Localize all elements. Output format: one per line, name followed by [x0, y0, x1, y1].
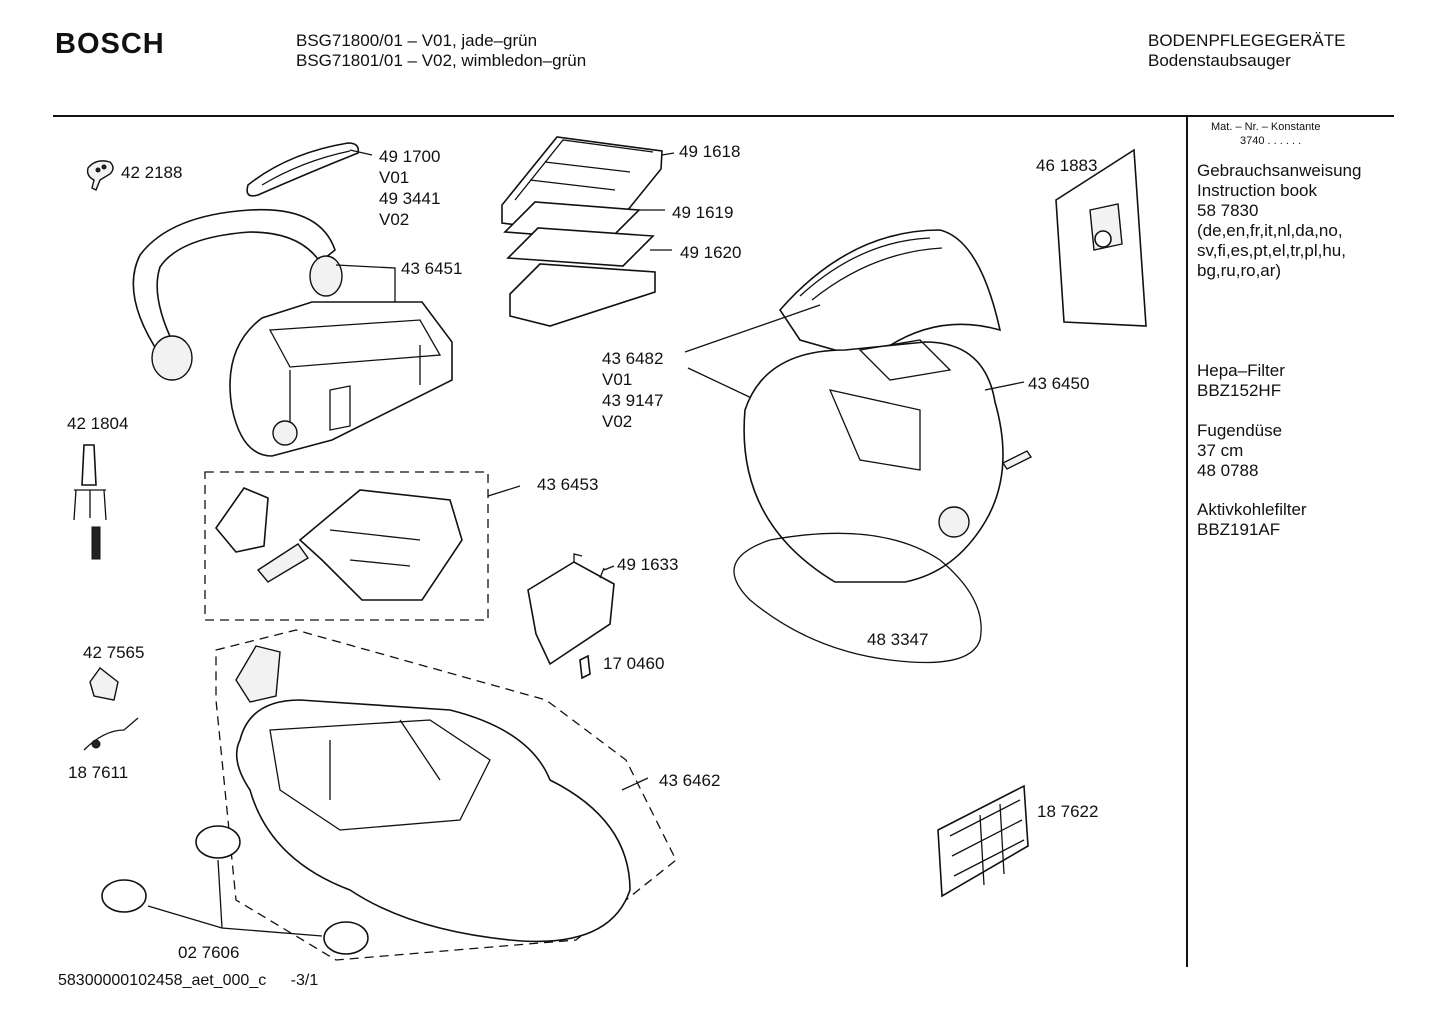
part-label-491619: 49 1619 — [672, 202, 733, 223]
sidebar-text: bg,ru,ro,ar) — [1197, 261, 1282, 280]
part-number: 43 6451 — [401, 259, 463, 278]
document-footer: 58300000102458_aet_000_c -3/1 — [58, 972, 318, 990]
sidebar-text: Fugendüse — [1197, 421, 1283, 440]
sidebar-text: Instruction book — [1197, 181, 1318, 200]
part-label-491633: 49 1633 — [617, 554, 678, 575]
sidebar-text: (de,en,fr,it,nl,da,no, — [1197, 221, 1343, 240]
part-filter-block-drawing — [509, 263, 656, 327]
part-436453-assembly-drawing — [204, 471, 521, 621]
part-label-491618: 49 1618 — [679, 141, 740, 162]
part-number: 42 7565 — [83, 643, 145, 662]
sidebar-text: Aktivkohlefilter — [1197, 500, 1307, 519]
part-label-483347: 48 3347 — [867, 629, 928, 650]
part-number: 48 3347 — [867, 630, 929, 649]
category-line-2: Bodenstaubsauger — [1148, 51, 1291, 70]
part-491700-handle-drawing — [246, 142, 373, 197]
sidebar-divider — [1186, 117, 1188, 967]
document-id: 58300000102458_aet_000_c — [58, 972, 267, 989]
part-number: 42 2188 — [121, 163, 183, 182]
part-number: 18 7611 — [68, 763, 129, 782]
part-number: 43 6482 — [602, 349, 664, 368]
sidebar-crevice-nozzle: Fugendüse 37 cm 48 0788 — [1197, 421, 1282, 481]
part-label-436482: 43 6482 V01 43 9147 V02 — [602, 348, 663, 432]
model-list: BSG71800/01 – V01, jade–grün BSG71801/01… — [296, 31, 586, 71]
model-line-1: BSG71800/01 – V01, jade–grün — [296, 31, 538, 50]
part-436451-housing-drawing — [229, 301, 453, 457]
part-461883-dustbag-drawing — [1055, 148, 1147, 327]
part-number: 49 1618 — [679, 142, 741, 161]
sidebar-text: Gebrauchsanweisung — [1197, 161, 1362, 180]
part-label-422188: 42 2188 — [121, 162, 182, 183]
mat-nr-value: 3740 . . . . . . — [1240, 135, 1302, 147]
part-170460-clip-drawing — [579, 654, 591, 680]
part-436450-body-top-drawing — [743, 339, 1033, 583]
part-label-436462: 43 6462 — [659, 770, 720, 791]
part-187611-cable-drawing — [83, 717, 139, 751]
part-hose-arch-drawing — [132, 208, 396, 381]
sidebar-text: BBZ191AF — [1197, 520, 1281, 539]
part-422188-clip-drawing — [86, 160, 114, 191]
part-number: 18 7622 — [1037, 802, 1099, 821]
sidebar-text: Hepa–Filter — [1197, 361, 1285, 380]
part-label-436450: 43 6450 — [1028, 373, 1089, 394]
part-variant: V02 — [379, 210, 410, 229]
part-number: 43 6462 — [659, 771, 721, 790]
part-number: 49 1619 — [672, 203, 734, 222]
part-number: 43 9147 — [602, 391, 664, 410]
part-number: 43 6453 — [537, 475, 599, 494]
part-number: 02 7606 — [178, 943, 240, 962]
page-number: -3/1 — [290, 972, 319, 989]
category-heading: BODENPFLEGEGERÄTE Bodenstaubsauger — [1148, 31, 1345, 71]
mat-nr-constant: Mat. – Nr. – Konstante 3740 . . . . . . — [1211, 120, 1320, 148]
sidebar-hepa-filter: Hepa–Filter BBZ152HF — [1197, 361, 1285, 401]
part-491620-filter-drawing — [506, 227, 672, 267]
brand-logo: BOSCH — [55, 28, 165, 60]
part-483347-cord-drawing — [733, 532, 982, 664]
part-027606-wheels-drawing — [101, 825, 369, 955]
model-line-2: BSG71801/01 – V02, wimbledon–grün — [296, 51, 587, 70]
sidebar-carbon-filter: Aktivkohlefilter BBZ191AF — [1197, 500, 1307, 540]
part-label-187622: 18 7622 — [1037, 801, 1098, 822]
part-number: 46 1883 — [1036, 156, 1098, 175]
part-label-491620: 49 1620 — [680, 242, 741, 263]
sidebar-text: 58 7830 — [1197, 201, 1259, 220]
part-label-427565: 42 7565 — [83, 642, 144, 663]
part-491633-bracket-drawing — [527, 553, 615, 666]
category-line-1: BODENPFLEGEGERÄTE — [1148, 31, 1346, 50]
part-number: 43 6450 — [1028, 374, 1090, 393]
part-number: 42 1804 — [67, 414, 129, 433]
part-number: 49 1633 — [617, 555, 679, 574]
part-427565-latch-drawing — [89, 666, 119, 701]
part-187622-grille-drawing — [937, 784, 1029, 898]
part-436482-lid-drawing — [684, 229, 1002, 403]
part-label-421804: 42 1804 — [67, 413, 128, 434]
part-421804-pin-drawing — [73, 444, 107, 560]
part-number: 17 0460 — [603, 654, 665, 673]
part-436462-base-drawing — [215, 629, 677, 961]
mat-nr-label: Mat. – Nr. – Konstante — [1211, 121, 1321, 133]
part-number: 49 1620 — [680, 243, 742, 262]
sidebar-instruction-book: Gebrauchsanweisung Instruction book 58 7… — [1197, 161, 1361, 281]
part-label-170460: 17 0460 — [603, 653, 664, 674]
part-label-436453: 43 6453 — [537, 474, 598, 495]
sidebar-text: 37 cm — [1197, 441, 1244, 460]
part-label-461883: 46 1883 — [1036, 155, 1097, 176]
part-label-436451: 43 6451 — [401, 258, 462, 279]
part-label-027606: 02 7606 — [178, 942, 239, 963]
part-variant: V01 — [379, 168, 410, 187]
header-divider — [53, 115, 1394, 117]
part-label-491700: 49 1700 V01 49 3441 V02 — [379, 146, 440, 230]
part-number: 49 3441 — [379, 189, 441, 208]
part-variant: V01 — [602, 370, 633, 389]
sidebar-text: 48 0788 — [1197, 461, 1259, 480]
part-variant: V02 — [602, 412, 633, 431]
part-number: 49 1700 — [379, 147, 441, 166]
sidebar-text: BBZ152HF — [1197, 381, 1282, 400]
sidebar-text: sv,fi,es,pt,el,tr,pl,hu, — [1197, 241, 1346, 260]
part-label-187611: 18 7611 — [68, 762, 128, 783]
